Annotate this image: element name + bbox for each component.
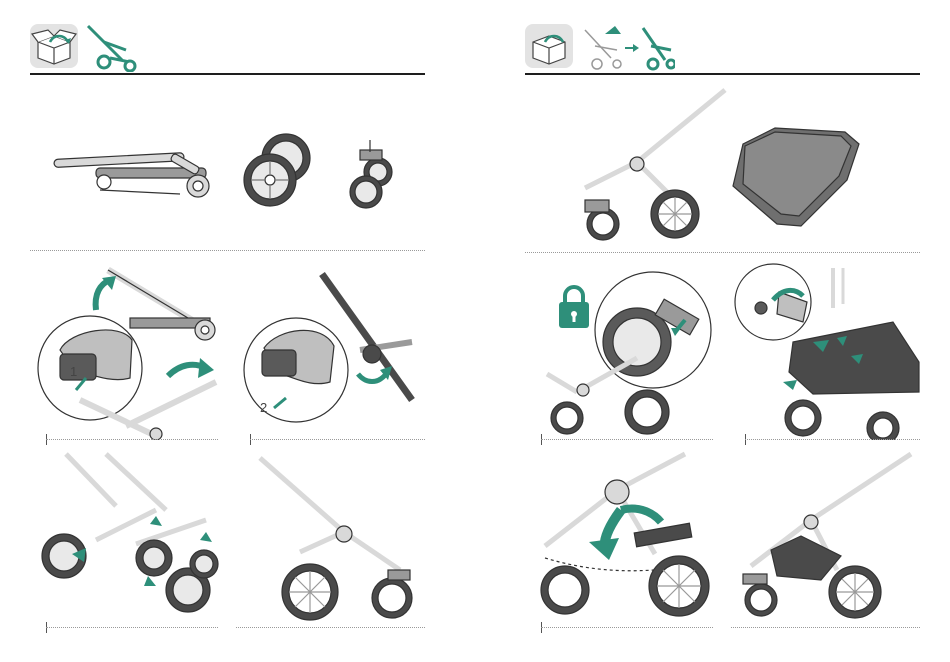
step-4-fold-footrest — [525, 450, 725, 620]
completed-base-illustration — [743, 454, 911, 618]
stroller-frame-icon — [88, 26, 135, 71]
step-divider — [236, 627, 425, 628]
assembled-frame-illustration — [260, 458, 412, 620]
rear-wheels-part — [244, 134, 310, 206]
step-4-attach-wheels — [36, 450, 226, 620]
step-2-unfold: 1 — [30, 260, 225, 440]
step-divider — [525, 252, 920, 253]
step-divider — [250, 439, 425, 440]
frame-assembled-icon — [643, 28, 675, 69]
header-icons — [525, 20, 675, 72]
attach-wheels-illustration — [42, 454, 218, 612]
step-divider — [745, 439, 920, 440]
header-icons — [30, 20, 140, 72]
step-5-completed — [731, 450, 921, 620]
step-2-lock-wheels — [537, 262, 727, 440]
right-page — [475, 0, 950, 662]
wheel-brake-detail — [547, 272, 711, 434]
step-1-parts — [40, 120, 420, 220]
rotate-arrow-icon — [358, 374, 386, 382]
step-divider — [46, 439, 218, 440]
seat-fabric-part — [733, 128, 859, 226]
callout-number-1: 1 — [70, 364, 77, 379]
folded-frame-part — [54, 153, 209, 197]
fold-footrest-illustration — [541, 454, 709, 616]
callout-number-2: 2 — [260, 400, 267, 415]
step-3-attach-seat — [733, 262, 923, 440]
frame-outline-icon — [585, 26, 621, 69]
step-divider — [30, 250, 425, 251]
lock-frame-illustration — [244, 274, 412, 422]
step-divider — [541, 627, 713, 628]
box-open-icon — [525, 24, 573, 68]
step-5-assembled — [240, 452, 425, 622]
step-divider — [541, 439, 713, 440]
step-divider — [731, 627, 920, 628]
step-3-lock: 2 — [240, 262, 420, 438]
step-divider — [46, 627, 218, 628]
header-rule — [30, 73, 425, 75]
box-open-icon — [30, 24, 78, 68]
attach-seat-fabric-illustration — [735, 264, 919, 440]
arrow-right-icon — [625, 44, 639, 52]
lock-icon — [559, 287, 589, 328]
left-page: 1 2 — [0, 0, 475, 662]
frame-illustration — [585, 90, 725, 240]
header-rule — [525, 73, 920, 75]
step-1-parts — [575, 84, 875, 246]
front-wheels-part — [350, 140, 392, 208]
unfold-frame-illustration — [38, 270, 216, 440]
